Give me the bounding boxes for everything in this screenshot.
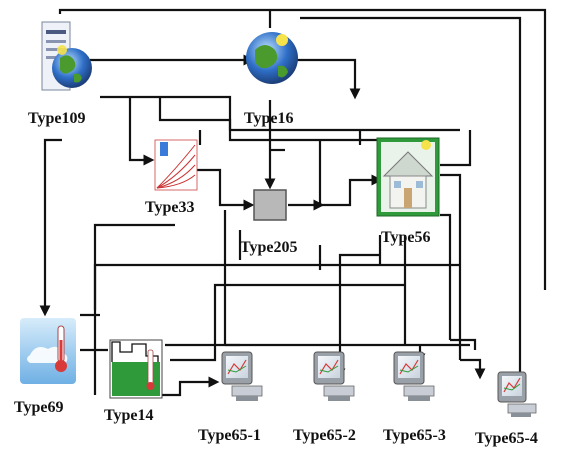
type16-label: Type16: [244, 110, 293, 127]
wire-feedback-2: [170, 283, 405, 362]
wire-type56-type65-2: [334, 253, 380, 380]
sky-temperature-icon: [20, 318, 76, 384]
type65-3-label: Type65-3: [383, 427, 446, 444]
type65-3-component[interactable]: Type65-3: [383, 351, 446, 444]
solar-radiation-processor-icon: [246, 32, 298, 84]
wire-type33-left: [93, 223, 175, 310]
wire-to-type65-4: [460, 358, 486, 380]
type69-label: Type69: [14, 399, 63, 416]
online-plotter-icon: [313, 351, 355, 401]
type14-label: Type14: [104, 407, 153, 424]
wire-type56-out1: [440, 173, 462, 360]
wire-type16-right: [295, 58, 361, 100]
wire-type56-out2: [440, 213, 452, 340]
type65-2-label: Type65-2: [293, 427, 356, 444]
psychrometric-chart-icon: [154, 139, 198, 191]
wire-type14-type65-1: [155, 376, 220, 397]
online-plotter-icon: [393, 351, 435, 401]
wire-type33-type205: [195, 168, 255, 211]
gray-box-module-icon: [253, 189, 287, 221]
type109-label: Type109: [28, 110, 85, 127]
type205-component[interactable]: Type205: [240, 189, 297, 256]
weather-data-reader-icon: [41, 21, 92, 91]
type65-4-component[interactable]: Type65-4: [475, 371, 538, 447]
type65-4-label: Type65-4: [475, 430, 538, 447]
wire-type109-type69: [39, 138, 62, 317]
type33-component[interactable]: Type33: [145, 139, 198, 216]
online-plotter-icon: [221, 351, 263, 401]
wire-to-type65-4b: [450, 338, 477, 350]
wire-type109-bus: [100, 95, 380, 142]
type56-component[interactable]: Type56: [376, 137, 440, 246]
type69-component[interactable]: Type69: [14, 318, 76, 416]
wire-to-type33: [128, 97, 155, 166]
building-house-icon: [376, 137, 440, 217]
type65-1-component[interactable]: Type65-1: [198, 351, 263, 444]
wire-to-type56: [320, 174, 383, 207]
type16-component[interactable]: Type16: [244, 32, 298, 127]
type14-component[interactable]: Type14: [104, 339, 163, 424]
type65-1-label: Type65-1: [198, 427, 261, 444]
type109-component[interactable]: Type109: [28, 21, 92, 127]
wire-type109-bus2: [158, 97, 460, 132]
wire-type56-upright: [440, 130, 472, 167]
type56-label: Type56: [381, 229, 430, 246]
wire-top-inner: [300, 16, 522, 375]
connection-wires: [39, 8, 547, 397]
online-plotter-icon: [497, 371, 537, 417]
forcing-function-icon: [109, 339, 163, 399]
type65-2-component[interactable]: Type65-2: [293, 351, 356, 444]
wire-top-frame: [58, 8, 547, 290]
type205-label: Type205: [240, 239, 297, 256]
type33-label: Type33: [145, 199, 194, 216]
